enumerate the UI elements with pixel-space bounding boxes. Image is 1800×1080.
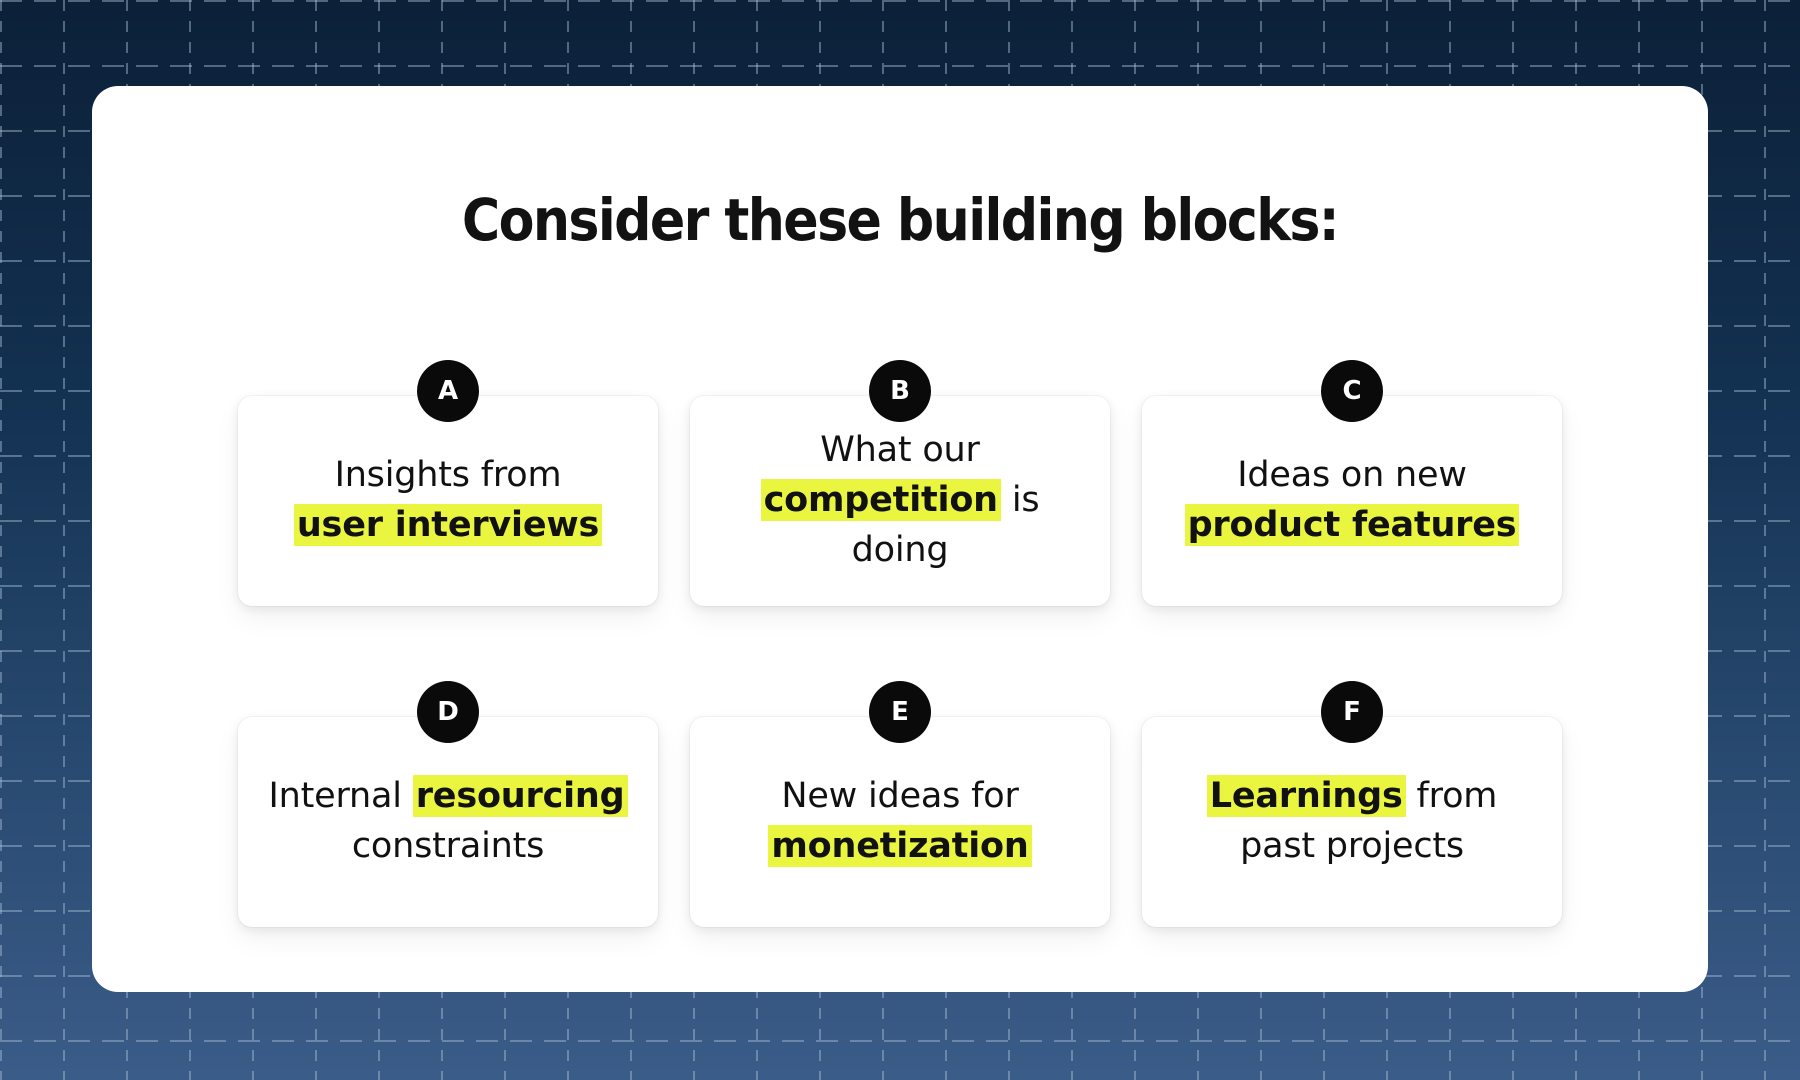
- card-text-line: user interviews: [293, 501, 603, 551]
- highlighted-keyword: product features: [1184, 504, 1520, 546]
- plain-text-segment: Internal: [268, 776, 413, 817]
- content-panel: Consider these building blocks: A Insight…: [92, 86, 1708, 992]
- card-text-line: past projects: [1207, 822, 1497, 872]
- card-text-line: competition is doing: [714, 476, 1086, 575]
- badge-letter-icon: E: [869, 681, 931, 743]
- building-block-b[interactable]: B What our competition is doing: [690, 360, 1110, 606]
- block-card-text: Ideas on new product features: [1184, 451, 1520, 551]
- plain-text-segment: What our: [820, 430, 980, 471]
- badge-letter-icon: A: [417, 360, 479, 422]
- block-card-text: What our competition is doing: [714, 426, 1086, 575]
- page-title: Consider these building blocks:: [461, 186, 1340, 254]
- badge-letter-icon: B: [869, 360, 931, 422]
- highlighted-keyword: competition: [760, 479, 1001, 522]
- card-text-line: constraints: [269, 822, 628, 872]
- card-text-line: Insights from: [294, 451, 602, 501]
- block-card[interactable]: What our competition is doing: [690, 396, 1110, 606]
- block-card-text: Insights from user interviews: [293, 451, 603, 551]
- building-blocks-grid: A Insights from user interviews B What our co…: [238, 360, 1563, 927]
- badge-letter-icon: C: [1321, 360, 1383, 422]
- card-text-line: New ideas for: [768, 772, 1031, 822]
- card-text-line: Ideas on new: [1185, 451, 1520, 501]
- plain-text-segment: Insights from: [334, 455, 562, 496]
- plain-text-segment: from: [1405, 776, 1498, 817]
- plain-text-segment: past projects: [1240, 826, 1464, 866]
- building-block-e[interactable]: E New ideas for monetization: [690, 681, 1110, 927]
- card-text-line: monetization: [768, 822, 1032, 872]
- card-text-line: Internal resourcing: [269, 772, 628, 822]
- plain-text-segment: constraints: [351, 826, 545, 866]
- plain-text-segment: Ideas on new: [1237, 455, 1467, 496]
- highlighted-keyword: monetization: [768, 825, 1032, 867]
- block-card[interactable]: New ideas for monetization: [690, 717, 1110, 927]
- card-text-line: What our: [714, 426, 1086, 476]
- badge-letter-icon: F: [1321, 681, 1383, 743]
- highlighted-keyword: user interviews: [293, 504, 603, 546]
- block-card[interactable]: Ideas on new product features: [1142, 396, 1562, 606]
- block-card-text: New ideas for monetization: [768, 772, 1032, 872]
- badge-letter-icon: D: [417, 681, 479, 743]
- plain-text-segment: New ideas for: [781, 776, 1019, 817]
- card-text-line: product features: [1184, 501, 1520, 551]
- building-block-c[interactable]: C Ideas on new product features: [1142, 360, 1562, 606]
- card-text-line: Learnings from: [1206, 772, 1498, 822]
- plain-text-segment: is doing: [851, 480, 1040, 570]
- block-card[interactable]: Insights from user interviews: [238, 396, 658, 606]
- highlighted-keyword: resourcing: [412, 775, 628, 818]
- highlighted-keyword: Learnings: [1206, 775, 1406, 818]
- building-block-a[interactable]: A Insights from user interviews: [238, 360, 658, 606]
